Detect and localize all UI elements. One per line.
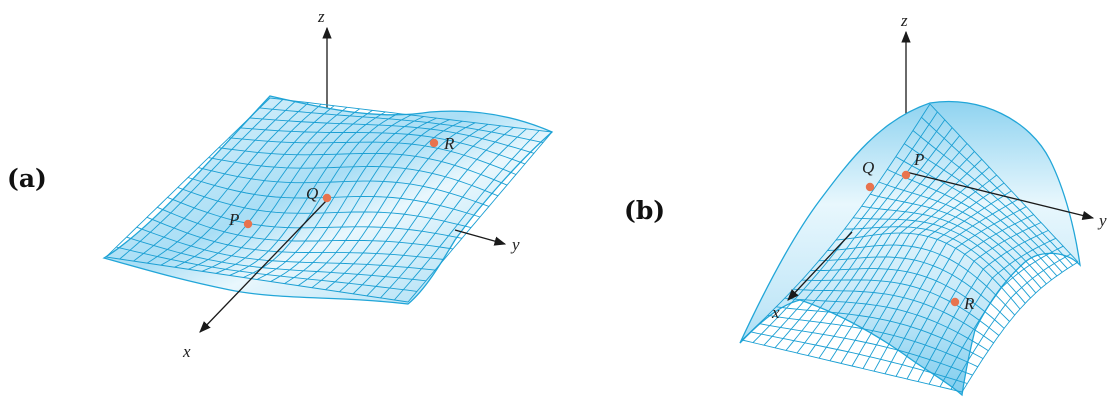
panel-a-point-q xyxy=(322,193,332,203)
mesh-line xyxy=(818,256,1010,322)
mesh-line xyxy=(887,168,1052,281)
mesh-line xyxy=(146,216,445,260)
panel-b-label-r: R xyxy=(963,294,975,313)
panel-b-x-axis xyxy=(787,231,853,301)
mesh-line xyxy=(228,137,517,175)
panel-a-y-axis xyxy=(454,229,507,246)
mesh-line xyxy=(126,236,427,282)
panel-b-label-q: Q xyxy=(862,158,874,177)
mesh-line xyxy=(239,127,526,165)
mesh-line xyxy=(784,297,989,352)
panel-a-point-p xyxy=(243,219,253,229)
mesh-line xyxy=(853,217,1031,299)
mesh-line xyxy=(870,193,1042,289)
panel-a-z-label: z xyxy=(317,7,325,26)
mesh-line xyxy=(741,339,963,393)
mesh-line xyxy=(759,323,973,376)
mesh-line xyxy=(750,331,968,384)
mesh-line xyxy=(198,167,490,207)
panel-b-label: (b) xyxy=(624,196,666,225)
mesh-line xyxy=(136,226,436,271)
mesh-line xyxy=(218,147,508,186)
panel-b-point-r xyxy=(950,297,960,307)
panel-b-point-p xyxy=(901,170,911,180)
panel-a-point-r xyxy=(429,138,439,148)
mesh-line xyxy=(835,232,1021,310)
panel-b-y-label: y xyxy=(1097,211,1107,230)
panel-a-label-r: R xyxy=(443,134,455,153)
mesh-line xyxy=(208,157,499,197)
mesh-line xyxy=(827,244,1016,316)
mesh-line xyxy=(249,117,535,154)
panel-a-label-q: Q xyxy=(306,184,318,203)
panel-b-y-axis xyxy=(905,171,1095,221)
panel-b-label-p: P xyxy=(913,150,924,169)
panel-a-x-axis xyxy=(199,199,328,333)
panel-a-label-p: P xyxy=(228,210,239,229)
mesh-line xyxy=(767,314,978,368)
panel-b-surface xyxy=(739,100,1081,397)
mesh-line xyxy=(105,256,409,303)
mesh-line xyxy=(167,196,463,239)
mesh-line xyxy=(895,156,1058,277)
panel-b-mesh xyxy=(741,103,1079,393)
mesh-line xyxy=(929,103,1079,263)
panel-b-point-q xyxy=(865,182,875,192)
mesh-line xyxy=(844,226,1026,304)
mesh-line xyxy=(776,306,984,359)
mesh-line xyxy=(157,206,454,250)
mesh-line xyxy=(861,205,1037,294)
panel-a-x-label: x xyxy=(182,342,191,361)
panel-a-mesh xyxy=(105,97,553,303)
mesh-line xyxy=(878,181,1047,285)
mesh-line xyxy=(187,177,481,218)
panel-a-y-label: y xyxy=(510,235,520,254)
mesh-line xyxy=(810,268,1005,329)
mesh-line xyxy=(177,186,472,229)
mesh-line xyxy=(793,288,994,344)
panel-b-x-label: x xyxy=(771,303,780,322)
panel-a-label: (a) xyxy=(7,164,47,193)
panel-b-z-label: z xyxy=(900,11,908,30)
mesh-line xyxy=(921,116,1074,266)
mesh-line xyxy=(269,97,553,133)
panel-a: z y x P Q R xyxy=(102,7,554,361)
mesh-line xyxy=(116,246,418,292)
mesh-line xyxy=(259,107,544,144)
panel-b: z y x P Q R xyxy=(739,11,1107,397)
mesh-line xyxy=(801,279,1000,336)
mesh-line xyxy=(904,143,1063,273)
